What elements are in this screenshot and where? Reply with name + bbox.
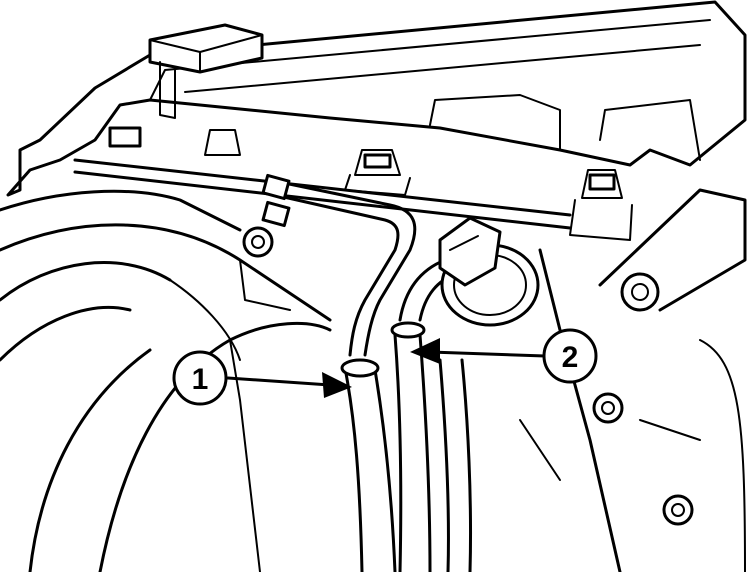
- oil-filler-cap: [150, 25, 262, 118]
- callout-1-arrow: [228, 372, 352, 398]
- callout-1-label: 1: [192, 363, 209, 396]
- bracket: [600, 190, 745, 310]
- callout-1: 1: [174, 352, 226, 404]
- callout-2-arrow: [410, 338, 545, 364]
- callout-2-label: 2: [562, 341, 579, 374]
- callout-2: 2: [544, 330, 596, 382]
- pressure-regulator: [440, 218, 538, 325]
- hose-1: [342, 360, 395, 572]
